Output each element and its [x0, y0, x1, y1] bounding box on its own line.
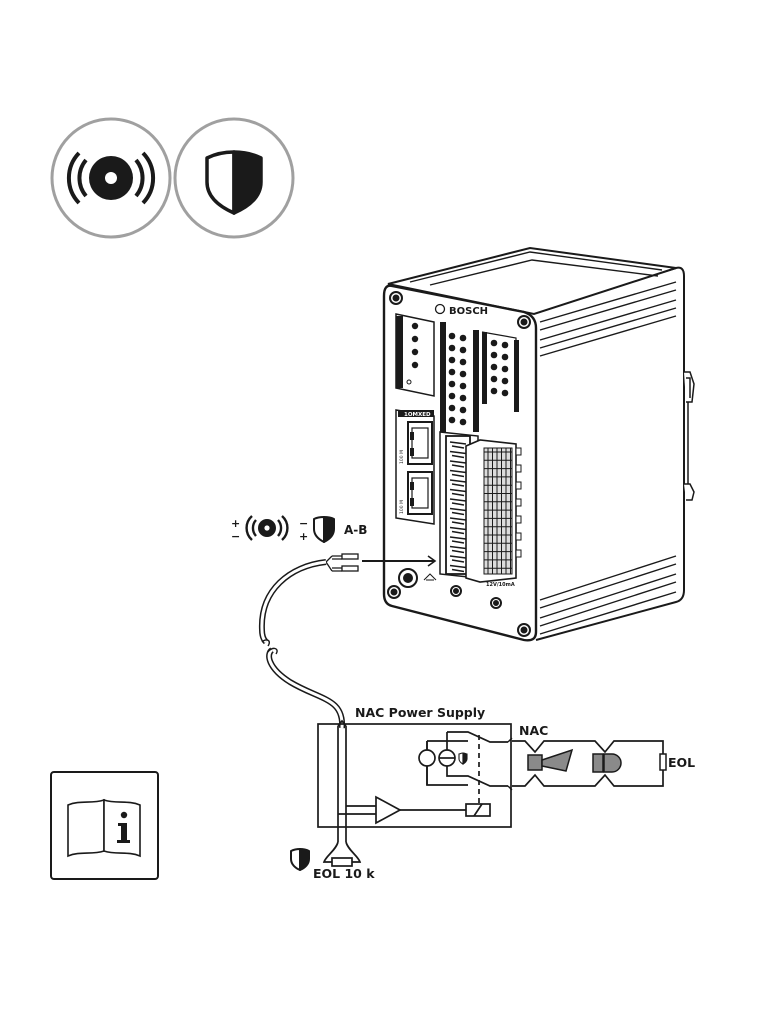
terminal-plug-tab — [515, 515, 522, 524]
terminal-plug-tab — [515, 532, 522, 541]
io-led-matrix-left — [440, 322, 479, 432]
terminal-screw-slot — [449, 507, 467, 516]
port-speed-label-2: 100 M — [399, 500, 405, 514]
ethernet-port-1 — [407, 421, 433, 465]
eol-resistor-label: EOL 10 k — [313, 866, 375, 881]
security-shield-icon — [205, 150, 263, 215]
shield-polarity-top: − — [299, 517, 308, 530]
security-shield-icon-badge — [173, 117, 295, 239]
strobe-icon — [592, 753, 622, 773]
terminal-screw-slot — [449, 469, 467, 478]
security-shield-icon — [313, 516, 335, 543]
terminal-plug-tab — [515, 549, 522, 558]
terminal-screw-slot — [449, 460, 467, 468]
status-led-panel — [395, 313, 435, 397]
terminal-screw-slot — [449, 555, 467, 563]
nac-power-supply-schematic — [317, 719, 513, 842]
horn-icon — [527, 748, 574, 772]
alarm-sounder-icon — [245, 515, 289, 541]
bosch-device: BOSCH — [382, 246, 695, 642]
terminal-plug-tab — [515, 498, 522, 507]
terminal-screw-slot — [449, 441, 467, 449]
terminal-screw-slot — [449, 479, 467, 487]
security-shield-icon — [458, 752, 468, 765]
shield-polarity-bottom: + — [299, 530, 308, 543]
terminal-screw-slot — [449, 488, 467, 497]
output-rating-label: 12V/10mA — [486, 582, 515, 588]
terminal-plug-tab — [515, 447, 522, 456]
io-led-matrix-right — [481, 331, 519, 412]
eol-resistor — [659, 753, 667, 771]
connection-pointer-arrow — [362, 555, 437, 567]
terminal-screw-slot — [449, 545, 467, 554]
terminal-label: A-B — [344, 523, 367, 537]
terminal-screw-slot — [449, 564, 467, 573]
ethernet-ports: 1OMXED 100 M 100 M — [395, 409, 435, 525]
pluggable-terminal — [465, 439, 522, 583]
terminal-screw-slot — [449, 450, 467, 459]
eol-label: EOL — [668, 755, 695, 770]
port-speed-label-1: 100 M — [399, 450, 405, 464]
ethernet-port-label: 1OMXED — [404, 412, 431, 418]
terminal-screw-slot — [449, 536, 467, 544]
alarm-sounder-icon — [66, 151, 156, 205]
terminal-screw-slot — [449, 517, 467, 525]
nac-label: NAC — [519, 723, 548, 738]
alarm-sounder-icon-badge — [50, 117, 172, 239]
terminal-screw-slot — [449, 498, 467, 506]
terminal-plug-tab — [515, 481, 522, 490]
nac-circuit — [512, 740, 664, 787]
brand-name: BOSCH — [449, 306, 488, 317]
heat-sink-ribs-top — [409, 251, 677, 357]
eol-10k-resistor — [322, 841, 362, 867]
terminal-block: 12V/10mA — [439, 431, 522, 588]
nac-power-supply-label: NAC Power Supply — [355, 705, 485, 720]
heat-sink-ribs-bottom — [539, 555, 677, 635]
corner-screws — [387, 291, 531, 637]
brand-logo: BOSCH — [434, 303, 488, 317]
din-rail-clip — [684, 371, 695, 501]
cable — [258, 553, 359, 729]
terminal-screw-slot — [449, 526, 467, 535]
alarm-polarity-top: + — [231, 517, 240, 530]
connector-legend: + − − + A-B — [231, 515, 367, 543]
security-shield-icon — [290, 848, 310, 871]
read-manual-info-icon — [50, 771, 159, 880]
ground-screw — [398, 568, 437, 588]
alarm-polarity-bottom: − — [231, 530, 240, 543]
terminal-plug-tab — [515, 464, 522, 473]
ethernet-port-2 — [407, 471, 433, 515]
